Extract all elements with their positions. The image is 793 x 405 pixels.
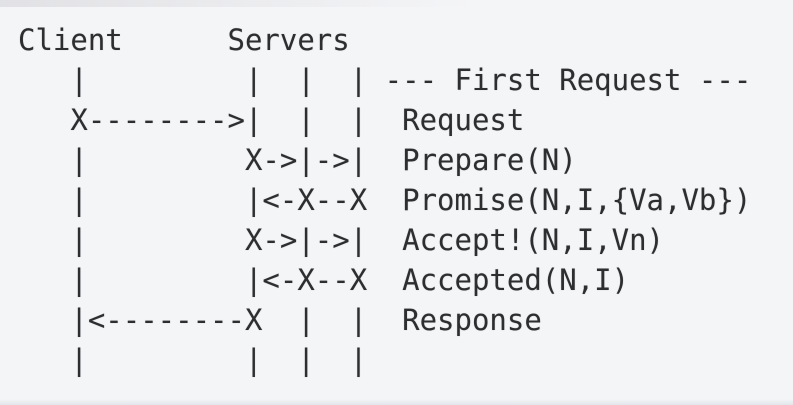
ascii-line-phase-first-request: | | | | --- First Request ---	[18, 63, 752, 97]
ascii-line-request: X-------->| | | Request	[18, 103, 525, 137]
ascii-line-lifelines: | | | |	[18, 343, 368, 377]
ascii-line-promise: | |<-X--X Promise(N,I,{Va,Vb})	[18, 183, 752, 217]
top-edge-shade	[0, 0, 793, 7]
ascii-line-participants: Client Servers	[18, 23, 350, 57]
ascii-line-prepare: | X->|->| Prepare(N)	[18, 143, 577, 177]
ascii-line-accepted: | |<-X--X Accepted(N,I)	[18, 263, 630, 297]
ascii-line-accept: | X->|->| Accept!(N,I,Vn)	[18, 223, 665, 257]
bottom-edge-shade	[0, 399, 793, 405]
ascii-line-response: |<--------X | | Response	[18, 303, 542, 337]
ascii-sequence-diagram: Client Servers | | | | --- First Request…	[18, 20, 751, 380]
